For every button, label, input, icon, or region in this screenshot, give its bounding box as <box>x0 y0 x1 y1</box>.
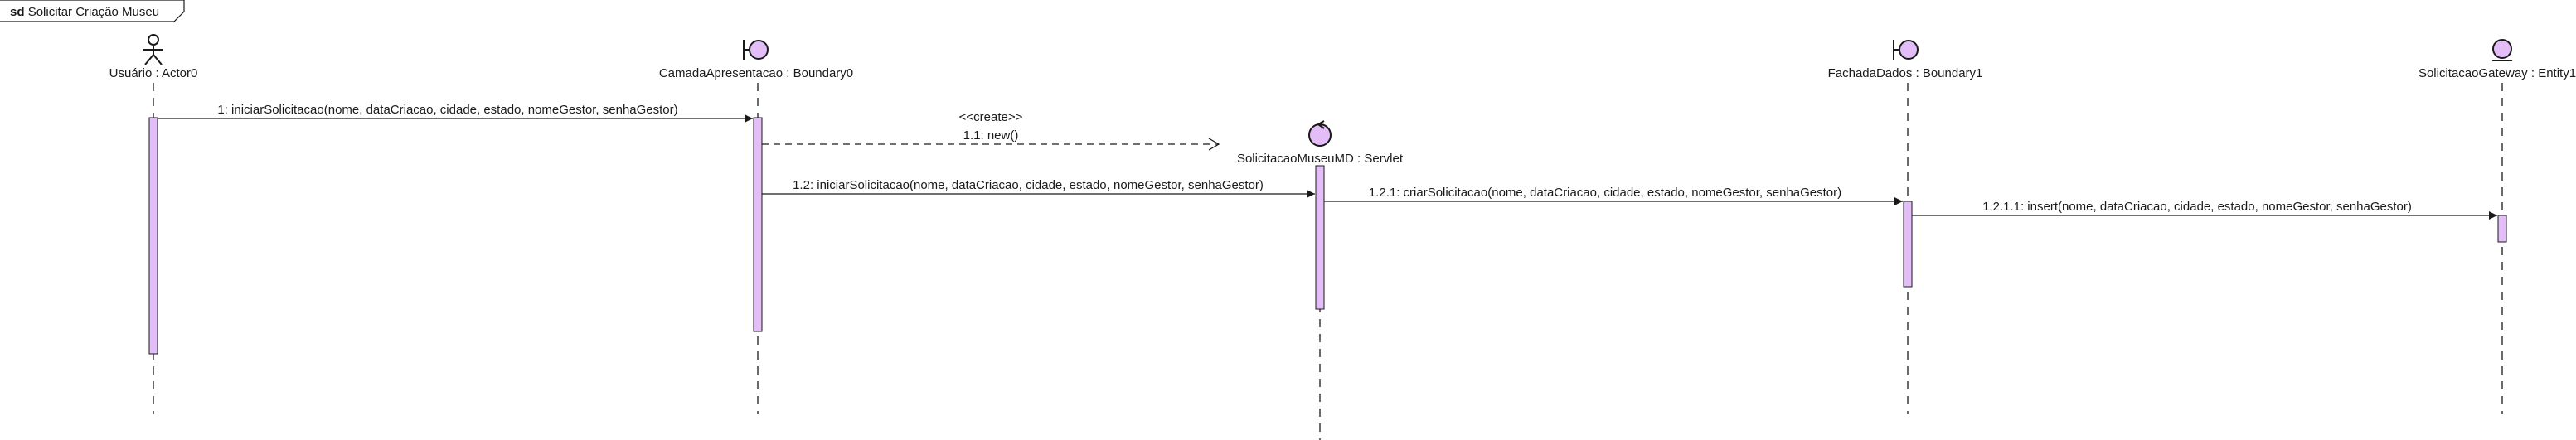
message-label: 1.2.1: criarSolicitacao(nome, dataCriaca… <box>1369 186 1841 200</box>
frame-tab <box>0 0 185 22</box>
activation-bar-actor <box>148 117 158 355</box>
actor-icon <box>143 34 163 65</box>
message-1-2-1-1: 1.2.1.1: insert(nome, dataCriacao, cidad… <box>1912 200 2497 220</box>
message-label: 1.2: iniciarSolicitacao(nome, dataCriaca… <box>793 178 1264 192</box>
activation-bar-camada <box>753 117 763 332</box>
lifeline-label-camada: CamadaApresentacao : Boundary0 <box>659 66 853 80</box>
lifeline-label-gateway: SolicitacaoGateway : Entity1 <box>2418 66 2576 80</box>
message-stereotype: <<create>> <box>959 110 1023 124</box>
activation-bar-fachada <box>1903 201 1913 288</box>
message-1-2-1: 1.2.1: criarSolicitacao(nome, dataCriaca… <box>1324 186 1903 205</box>
message-label: 1.1: new() <box>963 128 1019 143</box>
frame: sd Solicitar Criação Museu <box>0 0 185 22</box>
lifeline-camada: CamadaApresentacao : Boundary0 <box>659 40 853 414</box>
lifeline-label-actor: Usuário : Actor0 <box>109 66 198 80</box>
lifeline-servlet: SolicitacaoMuseuMD : Servlet <box>1237 120 1404 440</box>
boundary-icon <box>743 40 769 60</box>
message-1: 1: iniciarSolicitacao(nome, dataCriacao,… <box>158 103 753 123</box>
activation-bar-gateway <box>2497 215 2507 243</box>
activation-bar-servlet <box>1315 165 1325 310</box>
open-arrowhead <box>1208 138 1220 151</box>
message-label: 1: iniciarSolicitacao(nome, dataCriacao,… <box>217 103 677 117</box>
frame-title: sd Solicitar Criação Museu <box>10 5 159 19</box>
boundary-icon <box>1893 40 1919 60</box>
lifeline-label-servlet: SolicitacaoMuseuMD : Servlet <box>1237 152 1404 166</box>
entity-icon <box>2492 39 2512 61</box>
message-1-2: 1.2: iniciarSolicitacao(nome, dataCriaca… <box>762 178 1315 198</box>
message-label: 1.2.1.1: insert(nome, dataCriacao, cidad… <box>1982 200 2412 214</box>
lifeline-fachada: FachadaDados : Boundary1 <box>1828 40 1983 414</box>
control-icon <box>1308 120 1332 147</box>
lifeline-gateway: SolicitacaoGateway : Entity1 <box>2418 39 2576 414</box>
lifeline-label-fachada: FachadaDados : Boundary1 <box>1828 66 1983 80</box>
message-1-1-create: <<create>> 1.1: new() <box>762 110 1220 151</box>
lifeline-actor: Usuário : Actor0 <box>109 34 198 414</box>
